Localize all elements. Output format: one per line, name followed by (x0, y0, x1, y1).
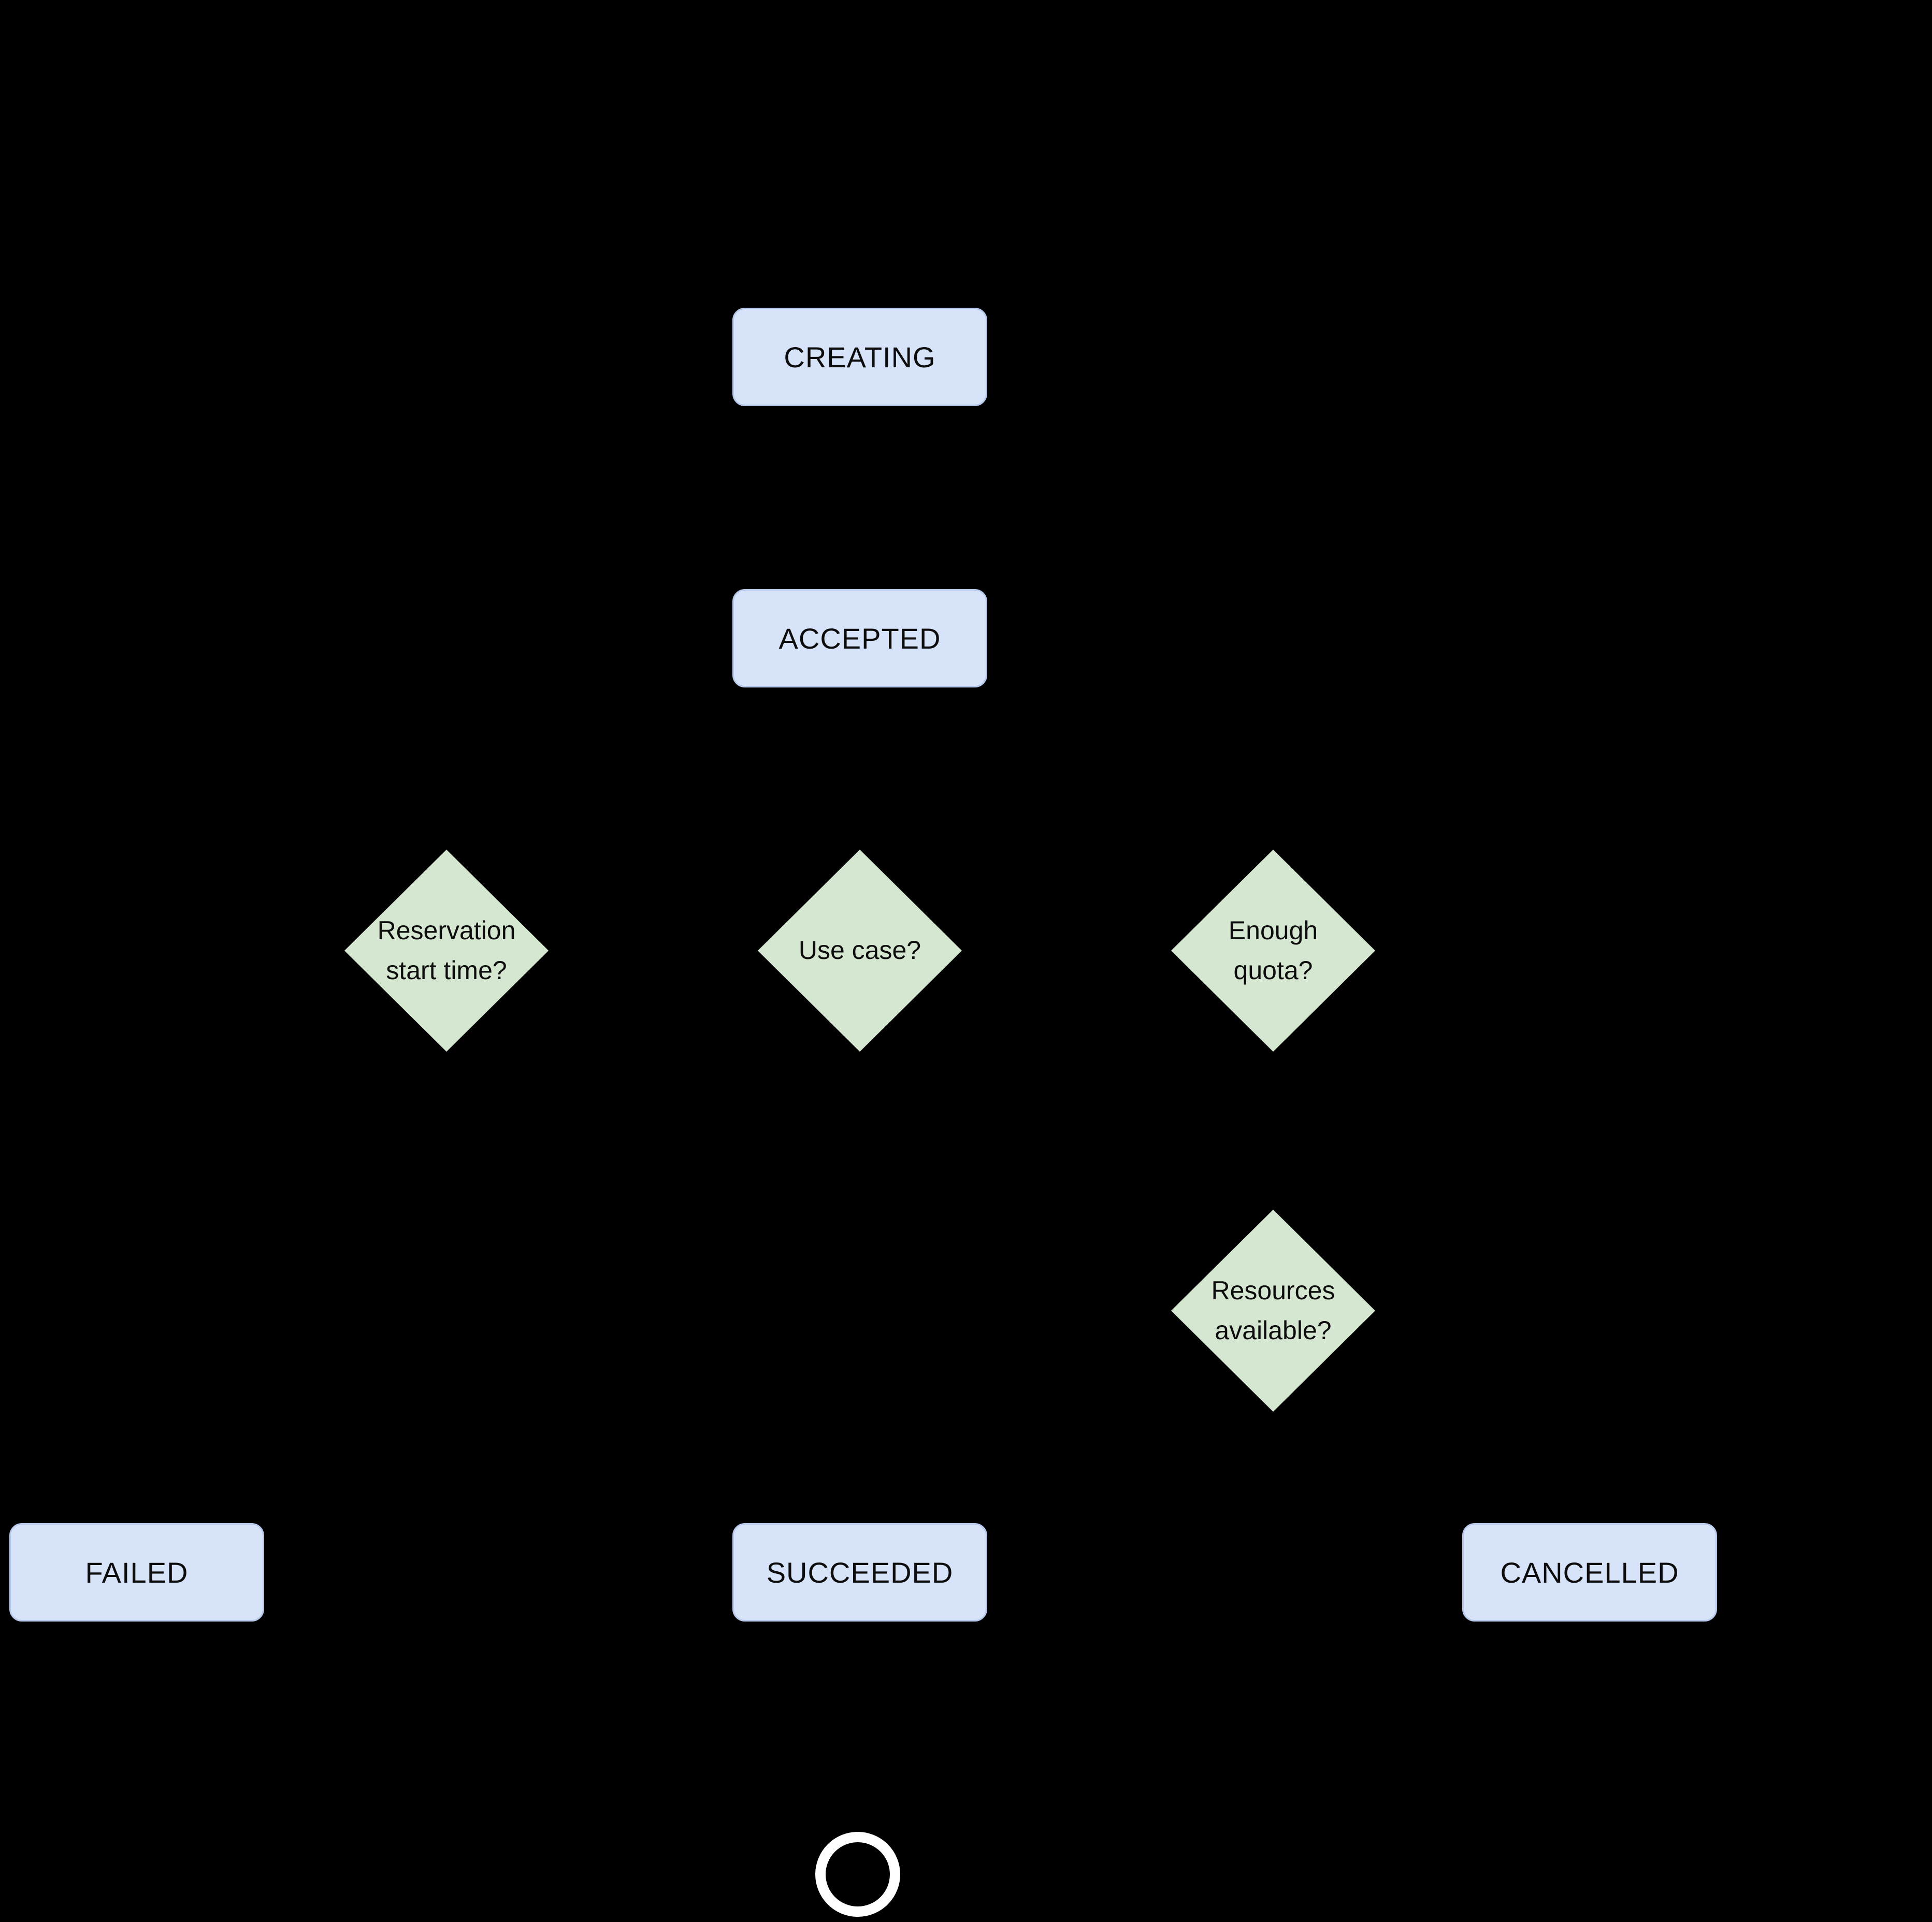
state-node-creating: CREATING (732, 308, 987, 406)
state-node-cancelled: CANCELLED (1462, 1523, 1717, 1622)
decision-label-line: Resources (1211, 1275, 1335, 1305)
decision-node-enough-quota: Enough quota? (1171, 850, 1375, 1052)
decision-label-line: available? (1215, 1316, 1332, 1345)
decision-node-use-case: Use case? (758, 850, 962, 1052)
state-label: CANCELLED (1500, 1556, 1679, 1589)
decision-label-line: quota? (1233, 956, 1313, 985)
state-label: ACCEPTED (778, 622, 941, 655)
state-label: FAILED (85, 1556, 189, 1589)
decision-node-resources-available: Resources available? (1171, 1210, 1375, 1412)
state-label: SUCCEEDED (766, 1556, 954, 1589)
state-node-succeeded: SUCCEEDED (732, 1523, 987, 1622)
state-node-accepted: ACCEPTED (732, 589, 987, 687)
state-label: CREATING (784, 340, 936, 374)
decision-label-line: Use case? (798, 936, 921, 965)
decision-label-line: Enough (1228, 915, 1318, 945)
decision-label-line: start time? (386, 956, 507, 985)
decision-label-line: Reservation (377, 915, 516, 945)
end-state-circle-icon (815, 1832, 900, 1917)
decision-node-reservation-start-time: Reservation start time? (344, 850, 549, 1052)
state-node-failed: FAILED (9, 1523, 264, 1622)
